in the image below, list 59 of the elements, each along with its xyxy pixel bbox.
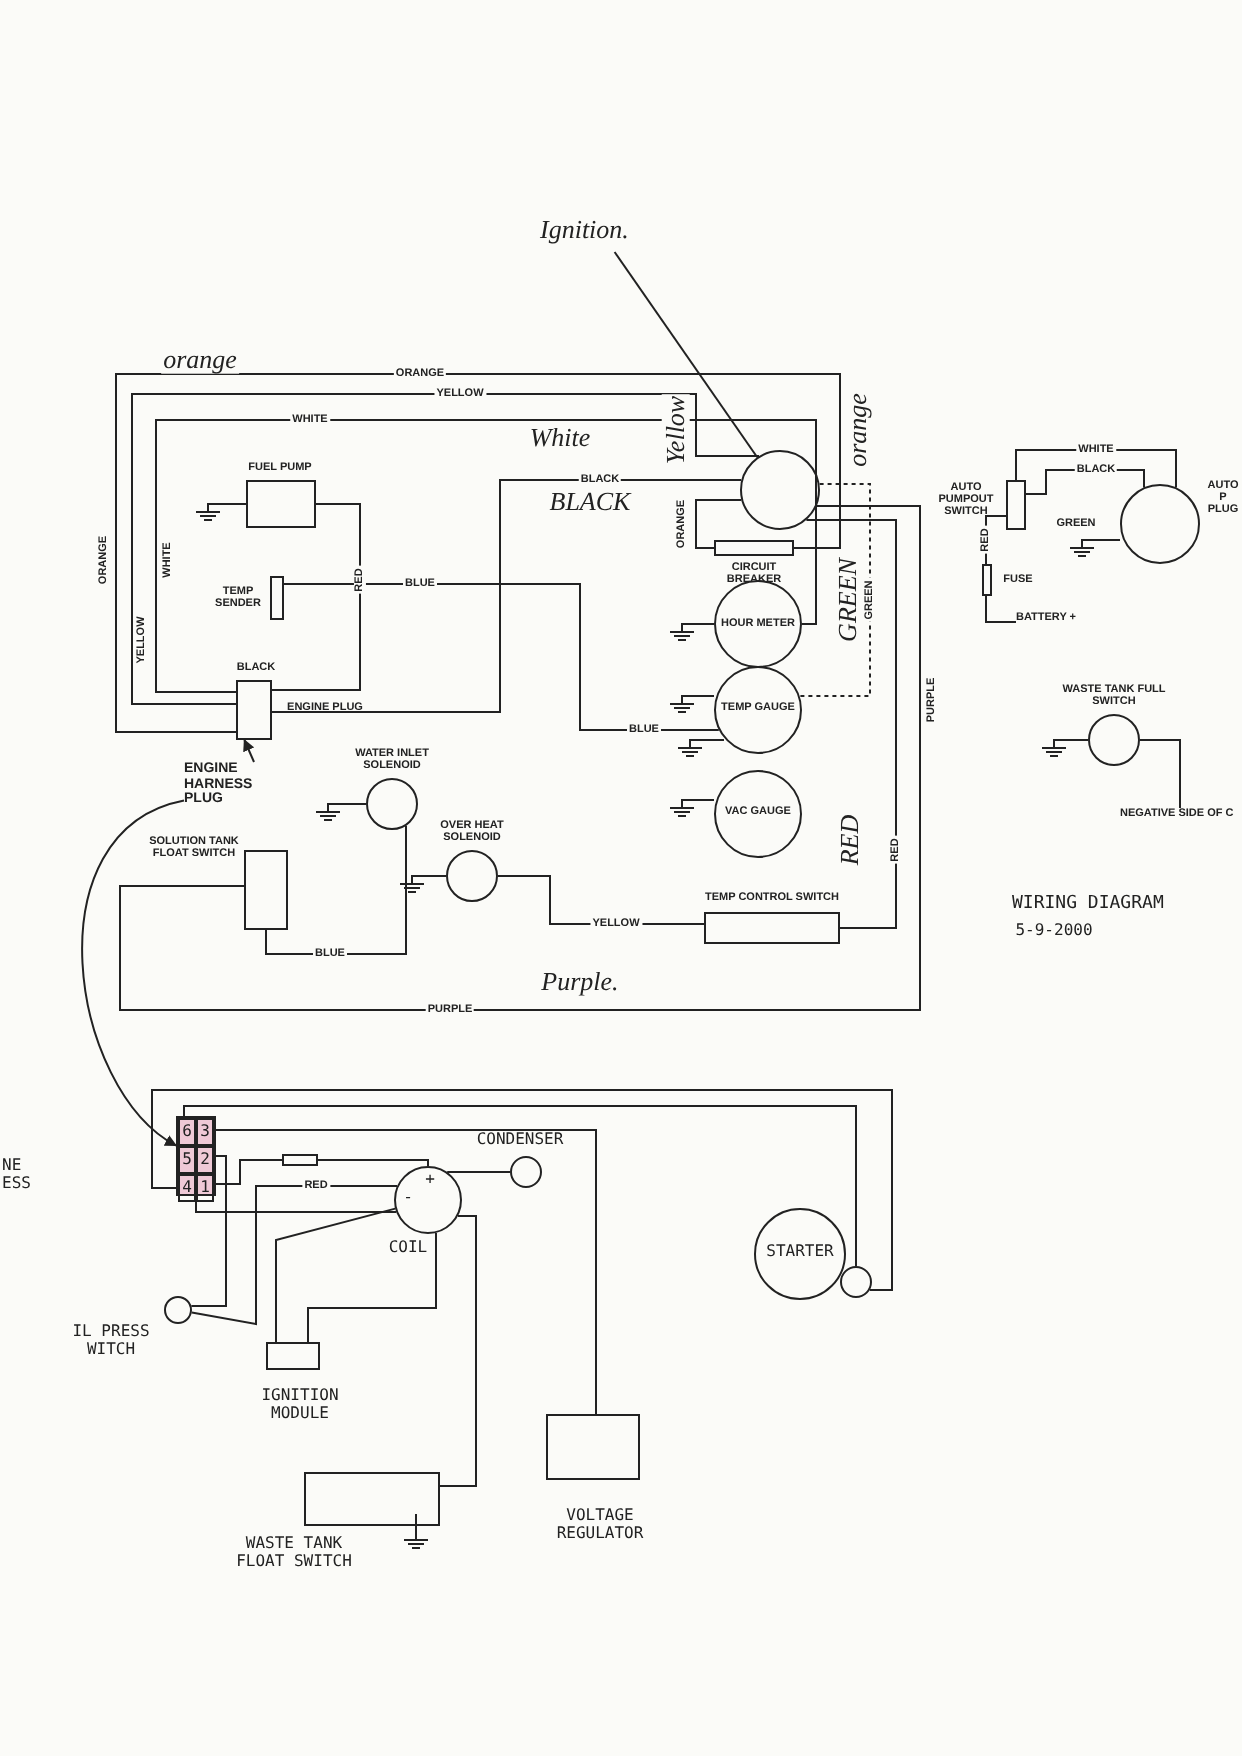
handwritten-note: Ignition. (540, 216, 664, 252)
wire (190, 1185, 398, 1326)
wire (115, 373, 841, 733)
wire (155, 419, 817, 693)
solenoid-circle (840, 1266, 872, 1298)
wire (1015, 449, 1177, 489)
date-label: 5-9-2000 (1013, 923, 1095, 941)
component-label: WASTE TANK FLOAT SWITCH (234, 1536, 354, 1572)
wire (215, 1159, 283, 1185)
wire (183, 1105, 857, 1267)
wire (317, 1159, 429, 1167)
handwritten-note: Purple. (539, 967, 621, 997)
handwritten-note: White (527, 423, 593, 453)
handwritten-note: BLACK (547, 487, 633, 517)
pin-number: 6 (178, 1118, 196, 1146)
gauge-circle (714, 666, 802, 754)
wire (131, 393, 760, 705)
wire (1139, 739, 1181, 809)
component-label: IGNITION MODULE (259, 1388, 341, 1424)
wire (446, 1171, 511, 1173)
pin-number: 2 (196, 1146, 214, 1174)
component-label: COIL (386, 1240, 430, 1258)
wire (798, 483, 871, 697)
wire (215, 1129, 597, 1415)
wire (283, 583, 720, 731)
wire (119, 505, 921, 1011)
wire (307, 1232, 437, 1343)
terminal-sign: + (423, 1172, 437, 1190)
starter-circle (754, 1208, 846, 1300)
handwritten-note: Yellow (661, 393, 691, 467)
pin-connector (176, 1116, 216, 1196)
component-label: IL PRESS WITCH (70, 1324, 152, 1360)
handwritten-note: RED (835, 812, 865, 868)
leader-arrow (243, 738, 255, 763)
wire (439, 1215, 477, 1487)
wire (275, 1207, 397, 1343)
wire (985, 595, 1017, 623)
meter-circle (714, 580, 802, 668)
pin-number: 3 (196, 1118, 214, 1146)
component-label: CONDENSER (474, 1132, 566, 1150)
wire (151, 1089, 893, 1291)
resistor-symbol (282, 1154, 318, 1166)
pin-number: 1 (196, 1174, 214, 1202)
component-label: STARTER (764, 1244, 836, 1262)
wire (805, 519, 897, 929)
wire (190, 1155, 227, 1307)
wire (271, 503, 361, 691)
wire (265, 825, 407, 955)
leader-line (613, 251, 759, 459)
pin-number: 5 (178, 1146, 196, 1174)
leader-arrow (81, 799, 185, 1147)
terminal-sign: - (401, 1190, 415, 1208)
wire (695, 499, 743, 549)
handwritten-note: GREEN (833, 556, 863, 644)
pin-number: 4 (178, 1174, 196, 1202)
gauge-circle (714, 770, 802, 858)
component-label: VOLTAGE REGULATOR (554, 1508, 646, 1544)
wire (271, 479, 743, 713)
switch-symbol (740, 450, 820, 530)
